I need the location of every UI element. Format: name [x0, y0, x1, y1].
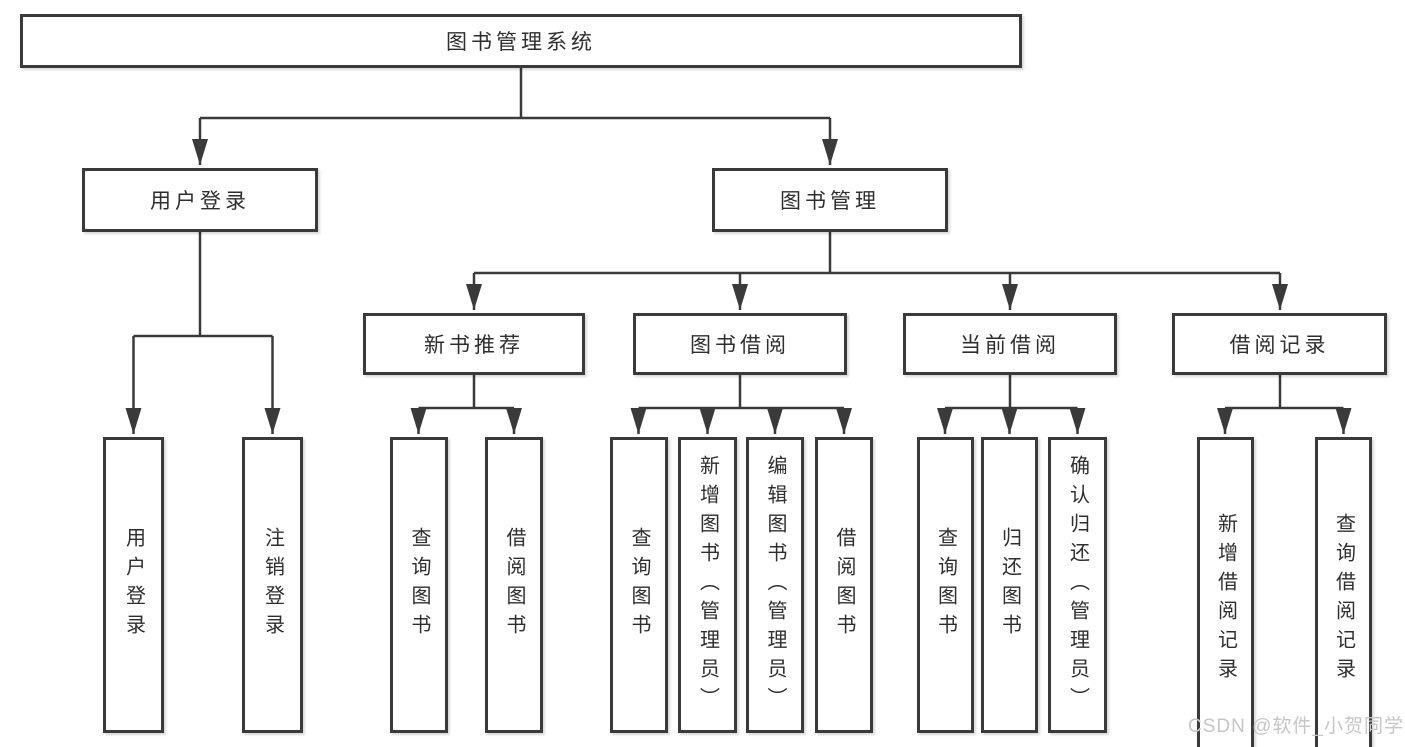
leaf-query-book-borrow: 查询图书 — [610, 437, 668, 733]
leaf-user-login: 用户登录 — [103, 437, 164, 733]
leaf-logout: 注销登录 — [242, 437, 303, 733]
leaf-query-book-current: 查询图书 — [917, 437, 974, 733]
node-new-book-recommend: 新书推荐 — [363, 313, 585, 375]
leaf-edit-book-admin: 编辑图书（管理员） — [746, 437, 804, 733]
leaf-borrow-book-recommend: 借阅图书 — [485, 437, 543, 733]
leaf-query-borrow-record: 查询借阅记录 — [1315, 437, 1372, 747]
leaf-return-book: 归还图书 — [981, 437, 1038, 733]
csdn-watermark: CSDN @软件_小贺同学 — [1188, 716, 1404, 737]
leaf-confirm-return-admin: 确认归还（管理员） — [1048, 437, 1107, 733]
leaf-query-book-recommend: 查询图书 — [390, 437, 448, 733]
node-user-login: 用户登录 — [82, 168, 318, 232]
leaf-add-book-admin: 新增图书（管理员） — [678, 437, 737, 733]
node-book-management: 图书管理 — [712, 168, 948, 232]
node-book-borrow: 图书借阅 — [633, 313, 847, 375]
leaf-borrow-book: 借阅图书 — [815, 437, 873, 733]
node-current-borrow: 当前借阅 — [903, 313, 1117, 375]
leaf-add-borrow-record: 新增借阅记录 — [1197, 437, 1254, 747]
node-borrow-record: 借阅记录 — [1172, 313, 1387, 375]
node-library-management-system: 图书管理系统 — [20, 14, 1022, 68]
